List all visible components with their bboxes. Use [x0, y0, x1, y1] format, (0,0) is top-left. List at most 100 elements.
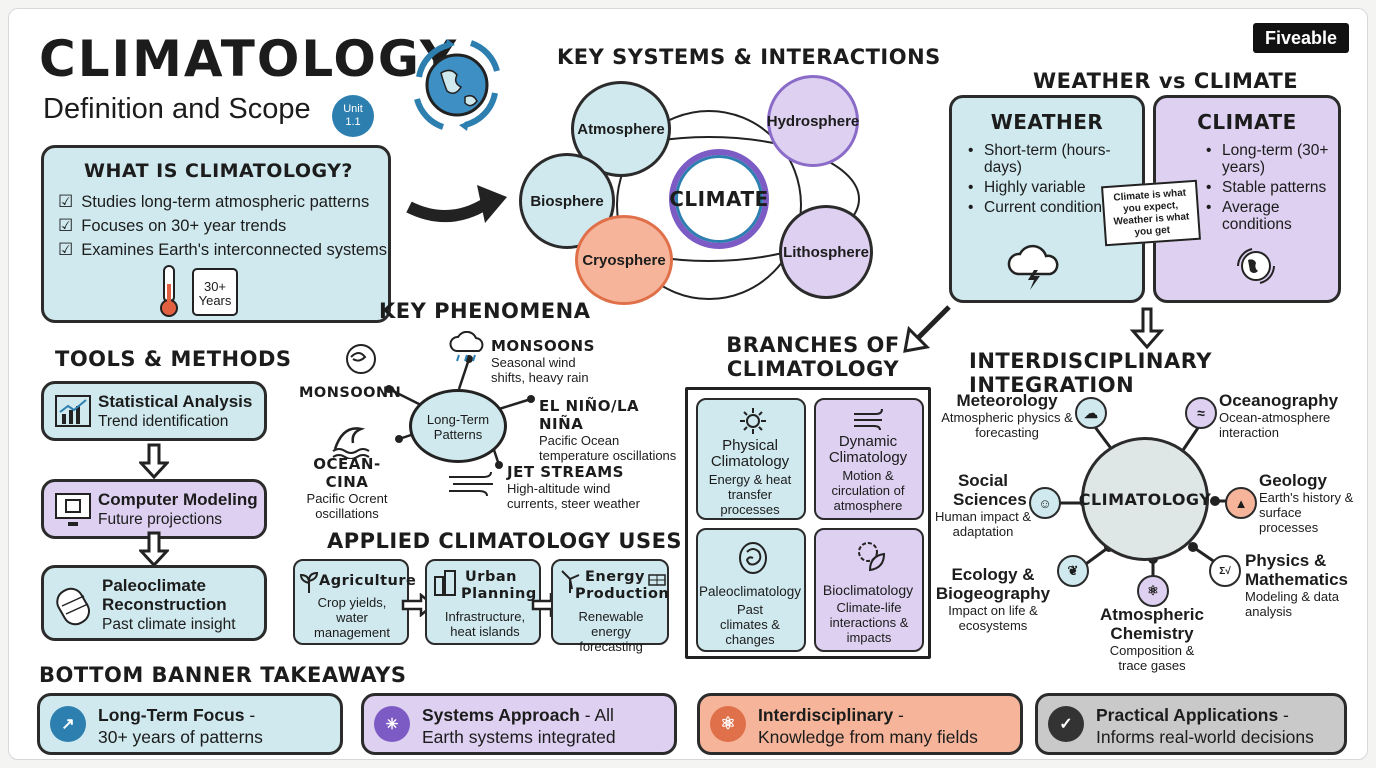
calendar-icon: 30+ Years — [192, 268, 238, 316]
applied-card-title: Energy Production — [575, 569, 670, 602]
branch-card-bio: Bioclimatology Climate-life interactions… — [814, 528, 924, 652]
branches-title-line2: CLIMATOLOGY — [726, 357, 900, 381]
field-title: Social Sciences — [953, 471, 1027, 509]
branches-title: BRANCHES OF CLIMATOLOGY — [713, 333, 913, 381]
rock-icon: ▲ — [1225, 487, 1257, 519]
solar-panel-icon — [648, 574, 666, 586]
climate-item: Long-term (30+ years) — [1206, 142, 1336, 176]
takeaway-line2: Earth systems integrated — [422, 727, 616, 747]
field-chemistry: Atmospheric Chemistry Composition & trac… — [1093, 605, 1211, 673]
system-node-cryosphere: Cryosphere — [575, 215, 673, 305]
takeaway-line2: Knowledge from many fields — [758, 727, 978, 747]
field-desc: Ocean-atmosphere interaction — [1219, 410, 1331, 440]
arrow-down-icon — [139, 531, 169, 568]
what-is-item-text: Focuses on 30+ year trends — [81, 216, 287, 235]
trend-chart-icon: ↗ — [50, 706, 86, 742]
jet-desc: High-altitude wind currents, steer weath… — [507, 481, 640, 511]
applied-card-urban: Urban Planning Infrastructure, heat isla… — [425, 559, 541, 645]
check-icon: ☑ — [58, 216, 74, 235]
takeaway-bold: Systems Approach — [422, 705, 580, 725]
globe-cycle-icon — [414, 39, 500, 131]
field-desc: Earth's history & surface processes — [1259, 490, 1354, 535]
arrow-down-left-icon — [903, 305, 951, 353]
ocean-wave-icon — [332, 427, 370, 459]
takeaway-suffix: - All — [579, 705, 614, 725]
phenomena-hub-label: Long-Term Patterns — [426, 412, 490, 442]
elnino-title: EL NIÑO/LA NIÑA — [539, 397, 640, 433]
field-meteorology: Meteorology Atmospheric physics & foreca… — [939, 391, 1075, 440]
what-is-list: ☑Studies long-term atmospheric patterns … — [58, 192, 387, 264]
calendar-unit: Years — [198, 293, 232, 308]
what-is-item: ☑Studies long-term atmospheric patterns — [58, 192, 387, 212]
wind-streams-icon — [449, 471, 493, 497]
applied-card-desc: Infrastructure, heat islands — [444, 609, 526, 639]
tool-desc: Future projections — [98, 511, 223, 528]
branch-title: Physical Climatology — [710, 437, 790, 470]
branch-card-physical: Physical Climatology Energy & heat trans… — [696, 398, 806, 520]
tool-card-statistical: Statistical Analysis Trend identificatio… — [41, 381, 267, 441]
brand-logo-text: Fiveable — [1264, 28, 1338, 48]
arrow-down-icon — [1129, 307, 1165, 350]
unit-badge-label: Unit — [343, 103, 363, 115]
applied-card-desc: Renewable energy forecasting — [578, 609, 644, 654]
tool-card-paleoclimate: Paleoclimate Reconstruction Past climate… — [41, 565, 267, 641]
weather-item: Short-term (hours-days) — [968, 142, 1118, 176]
field-desc: Impact on life & ecosystems — [948, 603, 1038, 633]
takeaway-suffix: - — [1278, 705, 1289, 725]
system-center-climate: CLIMATE — [669, 149, 769, 249]
takeaways-title: BOTTOM BANNER TAKEAWAYS — [39, 663, 407, 687]
tool-title: Statistical Analysis — [98, 392, 253, 411]
molecule-icon: ⚛ — [1137, 575, 1169, 607]
applied-card-title: Agriculture — [319, 573, 417, 589]
wave-icon: ≈ — [1185, 397, 1217, 429]
applied-card-title: Urban Planning — [461, 569, 537, 602]
check-icon: ☑ — [58, 192, 74, 211]
unit-badge-number: 1.1 — [345, 116, 361, 128]
branch-desc: Motion & circulation of atmosphere — [831, 468, 905, 513]
field-oceanography: Oceanography Ocean-atmosphere interactio… — [1219, 391, 1349, 440]
storm-cloud-icon — [1007, 244, 1059, 290]
field-desc: Modeling & data analysis — [1245, 589, 1339, 619]
jet-title: JET STREAMS — [507, 463, 624, 481]
what-is-item: ☑Examines Earth's interconnected systems — [58, 240, 387, 260]
ocean-title: OCEAN-CINA — [313, 455, 381, 491]
arrow-right-icon — [406, 185, 507, 223]
branch-desc: Past climates & changes — [720, 602, 780, 647]
field-title: Meteorology — [956, 391, 1058, 410]
tool-desc: Trend identification — [98, 413, 229, 430]
system-node-hydrosphere: Hydrosphere — [767, 75, 859, 167]
branch-title: Dynamic Climatology — [828, 433, 908, 466]
takeaway-bold: Interdisciplinary — [758, 705, 894, 725]
what-is-item-text: Examines Earth's interconnected systems — [81, 240, 388, 259]
climate-list: Long-term (30+ years) Stable patterns Av… — [1206, 142, 1336, 236]
interdisciplinary-title: INTERDISCIPLINARY INTEGRATION — [969, 349, 1212, 397]
branch-desc: Energy & heat transfer processes — [708, 472, 792, 517]
weather-item: Current conditions — [968, 199, 1118, 216]
interdisciplinary-hub: CLIMATOLOGY — [1079, 437, 1211, 561]
takeaway-suffix: - — [893, 705, 904, 725]
wind-swirl-icon — [346, 344, 376, 374]
takeaway-text: Interdisciplinary - Knowledge from many … — [758, 704, 978, 748]
takeaway-card-practical: ✓ Practical Applications - Informs real-… — [1035, 693, 1347, 755]
arrow-down-icon — [139, 443, 169, 480]
field-desc: Composition & trace gases — [1109, 643, 1195, 673]
atom-icon: ⚛ — [710, 706, 746, 742]
key-systems-title: KEY SYSTEMS & INTERACTIONS — [557, 45, 941, 69]
computer-chip-icon — [55, 493, 91, 526]
field-physics: Physics & Mathematics Modeling & data an… — [1245, 551, 1355, 619]
takeaway-card-systems: ✳ Systems Approach - All Earth systems i… — [361, 693, 677, 755]
rain-cloud-icon — [449, 331, 484, 362]
weather-card-title: WEATHER — [990, 110, 1104, 134]
takeaway-text: Systems Approach - All Earth systems int… — [422, 704, 616, 748]
systems-network-icon: ✳ — [374, 706, 410, 742]
applied-card-agriculture: Agriculture Crop yields, water managemen… — [293, 559, 416, 645]
field-ecology: Ecology & Biogeography Impact on life & … — [935, 565, 1051, 633]
what-is-title: WHAT IS CLIMATOLOGY? — [84, 160, 353, 182]
thermometer-icon — [160, 265, 178, 317]
tool-title: Computer Modeling — [98, 490, 258, 509]
applied-card-energy: Energy Production Renewable energy forec… — [551, 559, 670, 654]
page-subtitle: Definition and Scope — [43, 93, 311, 125]
takeaway-bold: Long-Term Focus — [98, 705, 245, 725]
hand-check-icon: ✓ — [1048, 706, 1084, 742]
takeaway-suffix: - — [244, 705, 256, 725]
